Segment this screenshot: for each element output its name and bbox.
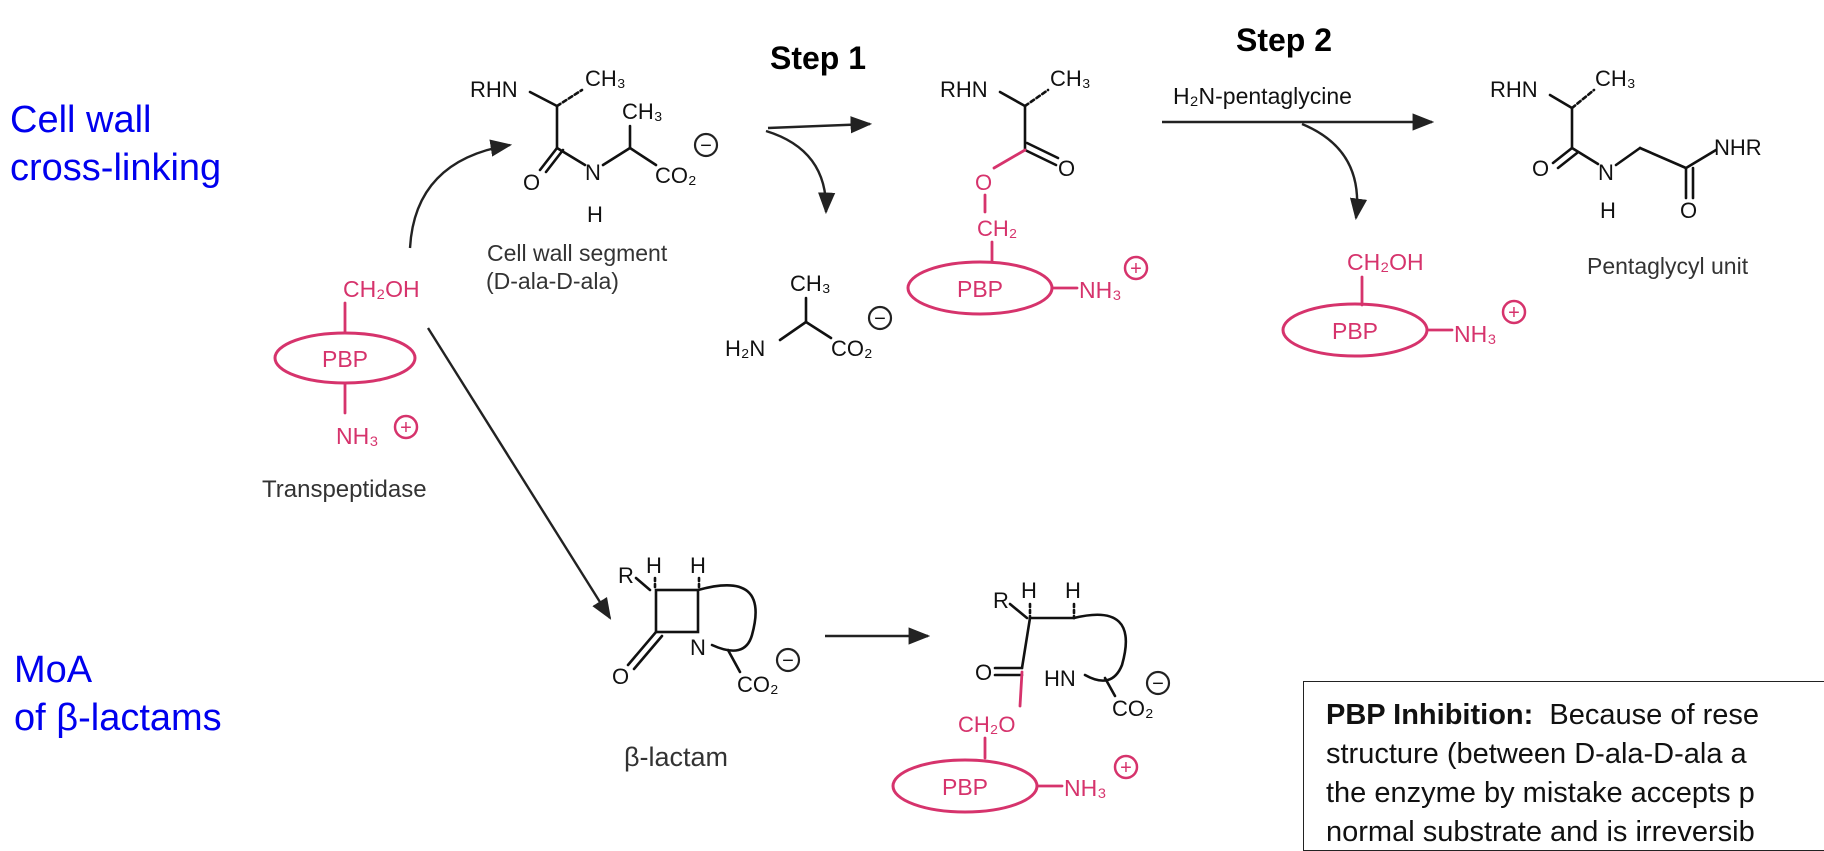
svg-text:CO₂: CO₂: [655, 163, 697, 188]
svg-text:−: −: [700, 135, 712, 157]
svg-text:O: O: [1532, 156, 1549, 181]
moa-label-line2: of β-lactams: [14, 697, 222, 739]
step-1-release-arrow: [765, 129, 836, 215]
svg-text:H: H: [587, 202, 603, 227]
svg-text:+: +: [1508, 302, 1520, 324]
svg-text:CH₂O: CH₂O: [958, 712, 1015, 737]
svg-text:CH₃: CH₃: [1050, 66, 1091, 91]
step-2-heading: Step 2: [1236, 22, 1333, 58]
info-line-1: PBP Inhibition: Because of rese: [1326, 696, 1824, 735]
svg-text:CH₃: CH₃: [622, 99, 663, 124]
released-d-alanine: CH₃ H₂N CO₂ −: [725, 271, 893, 361]
transpeptidase-caption: Transpeptidase: [262, 476, 427, 503]
svg-text:O: O: [1680, 198, 1697, 223]
beta-lactam-caption: β-lactam: [624, 742, 728, 772]
cell-wall-segment-structure: RHN CH₃ O N H CH₃ CO₂ − Cell wall segmen…: [470, 66, 719, 294]
svg-text:CH₃: CH₃: [790, 271, 831, 296]
info-line-2: structure (between D-ala-D-ala a: [1326, 738, 1747, 770]
svg-text:N: N: [690, 635, 706, 660]
info-line-3: the enzyme by mistake accepts p: [1326, 777, 1755, 809]
svg-text:CH₂OH: CH₂OH: [1347, 249, 1424, 275]
pbp-inhibition-info-box: PBP Inhibition: Because of rese structur…: [1303, 681, 1824, 851]
svg-text:O: O: [1058, 156, 1075, 181]
svg-text:H₂N: H₂N: [725, 336, 765, 361]
cross-linking-label-line1: Cell wall: [10, 99, 152, 141]
svg-text:O: O: [975, 660, 992, 685]
svg-text:N: N: [585, 160, 601, 185]
info-title: PBP Inhibition:: [1326, 699, 1534, 731]
svg-text:H: H: [1600, 198, 1616, 223]
acyl-enzyme-intermediate: RHN CH₃ O O CH₂ PBP NH₃ +: [906, 66, 1149, 316]
svg-text:−: −: [874, 308, 886, 330]
svg-text:O: O: [523, 170, 540, 195]
svg-text:RHN: RHN: [470, 77, 518, 102]
svg-text:NH₃: NH₃: [1079, 277, 1122, 303]
pbp-label: PBP: [322, 346, 368, 372]
svg-text:RHN: RHN: [940, 77, 988, 102]
cross-linking-label-line2: cross-linking: [10, 147, 222, 189]
svg-text:CO₂: CO₂: [737, 672, 779, 697]
svg-text:NH₃: NH₃: [1064, 775, 1107, 801]
ch2oh-label: CH₂OH: [343, 276, 420, 302]
nh3-label: NH₃: [336, 423, 379, 449]
svg-text:NH₃: NH₃: [1454, 321, 1497, 347]
svg-text:RHN: RHN: [1490, 77, 1538, 102]
svg-text:H: H: [1021, 578, 1037, 603]
pentaglycyl-unit-caption: Pentaglycyl unit: [1587, 253, 1749, 279]
curved-arrow-to-substrate: [408, 139, 513, 249]
inactivated-acyl-pbp-structure: R H H O HN CO₂ − CH₂O PBP NH₃ +: [891, 578, 1171, 814]
svg-text:−: −: [782, 650, 794, 672]
svg-text:CH₂: CH₂: [977, 216, 1017, 241]
svg-text:HN: HN: [1044, 666, 1076, 691]
svg-text:CH₃: CH₃: [585, 66, 626, 91]
svg-text:CH₃: CH₃: [1595, 66, 1636, 91]
svg-text:CO₂: CO₂: [831, 336, 873, 361]
svg-text:H: H: [646, 553, 662, 578]
cell-wall-cross-linking-label: Cell wall cross-linking: [10, 96, 221, 192]
step-2-release-arrow: [1301, 122, 1368, 221]
moa-beta-lactams-label: MoA of β-lactams: [14, 646, 222, 742]
svg-text:N: N: [1598, 160, 1614, 185]
svg-text:O: O: [975, 170, 992, 195]
arrow-to-beta-lactam: [426, 327, 612, 620]
step-1-heading: Step 1: [770, 40, 867, 76]
svg-text:O: O: [612, 664, 629, 689]
svg-text:+: +: [400, 417, 412, 439]
svg-text:+: +: [1130, 258, 1142, 280]
info-line-4: normal substrate and is irreversib: [1326, 816, 1755, 848]
info-line-1-text: Because of rese: [1549, 699, 1759, 731]
svg-text:−: −: [1152, 673, 1164, 695]
svg-text:+: +: [1120, 757, 1132, 779]
svg-text:H: H: [1065, 578, 1081, 603]
svg-text:H: H: [690, 553, 706, 578]
svg-text:PBP: PBP: [1332, 318, 1378, 344]
cell-wall-segment-subcaption: (D-ala-D-ala): [486, 268, 619, 294]
pentaglycine-reagent-label: H₂N-pentaglycine: [1173, 83, 1352, 109]
svg-text:CO₂: CO₂: [1112, 696, 1154, 721]
regenerated-enzyme: CH₂OH PBP NH₃ +: [1281, 249, 1527, 358]
beta-lactam-structure: R H H O N CO₂ − β-lactam: [612, 553, 801, 772]
pentaglycyl-product-structure: RHN CH₃ O N H O NHR Pentaglycyl unit: [1490, 66, 1762, 279]
transpeptidase-enzyme: CH₂OH PBP NH₃ + Transpeptidase: [262, 276, 427, 503]
svg-text:PBP: PBP: [942, 774, 988, 800]
moa-label-line1: MoA: [14, 649, 93, 691]
svg-text:R: R: [618, 563, 634, 588]
svg-text:R: R: [993, 588, 1009, 613]
step-1-arrow: [767, 116, 873, 134]
positive-charge-icon: [393, 414, 419, 440]
cell-wall-segment-caption: Cell wall segment: [487, 240, 668, 266]
svg-text:NHR: NHR: [1714, 135, 1762, 160]
svg-text:PBP: PBP: [957, 276, 1003, 302]
